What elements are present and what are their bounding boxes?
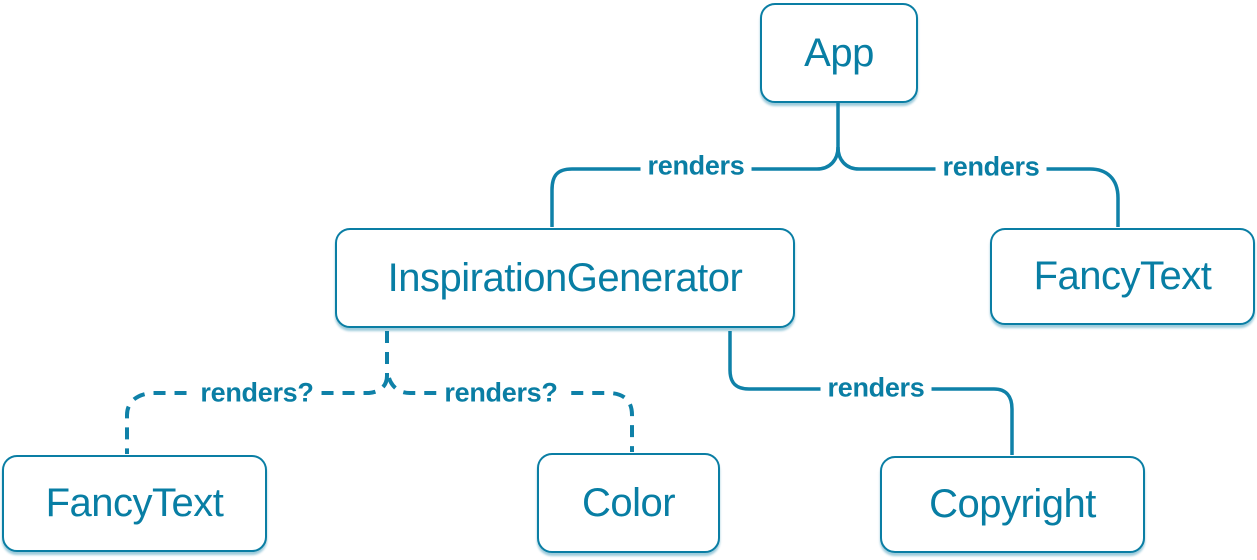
edge-inspirationgenerator-color-conditional: [387, 377, 634, 452]
node-color-label: Color: [581, 480, 676, 525]
edge-label-inspirationgenerator-color: renders?: [437, 377, 565, 409]
edge-inspirationgenerator-fancytext-conditional: [125, 375, 389, 454]
edge-app-inspirationgenerator: [550, 146, 840, 227]
edge-label-app-fancytext: renders: [935, 151, 1047, 183]
node-fancy-text-top: FancyText: [990, 228, 1255, 325]
node-color: Color: [537, 453, 720, 553]
node-app-label: App: [804, 30, 874, 75]
node-app: App: [760, 3, 918, 103]
edge-app-fancytext: [836, 146, 1120, 227]
edge-label-inspirationgenerator-fancytext: renders?: [193, 377, 321, 409]
node-inspiration-generator-label: InspirationGenerator: [387, 255, 743, 300]
node-fancy-text-bottom: FancyText: [2, 455, 267, 552]
node-fancy-text-bottom-label: FancyText: [45, 481, 224, 525]
node-copyright-label: Copyright: [929, 482, 1096, 526]
node-inspiration-generator: InspirationGenerator: [335, 228, 795, 328]
edge-label-app-inspirationgenerator: renders: [640, 150, 752, 182]
edge-label-inspirationgenerator-copyright: renders: [820, 372, 932, 404]
node-fancy-text-top-label: FancyText: [1033, 254, 1212, 298]
node-copyright: Copyright: [880, 456, 1145, 553]
